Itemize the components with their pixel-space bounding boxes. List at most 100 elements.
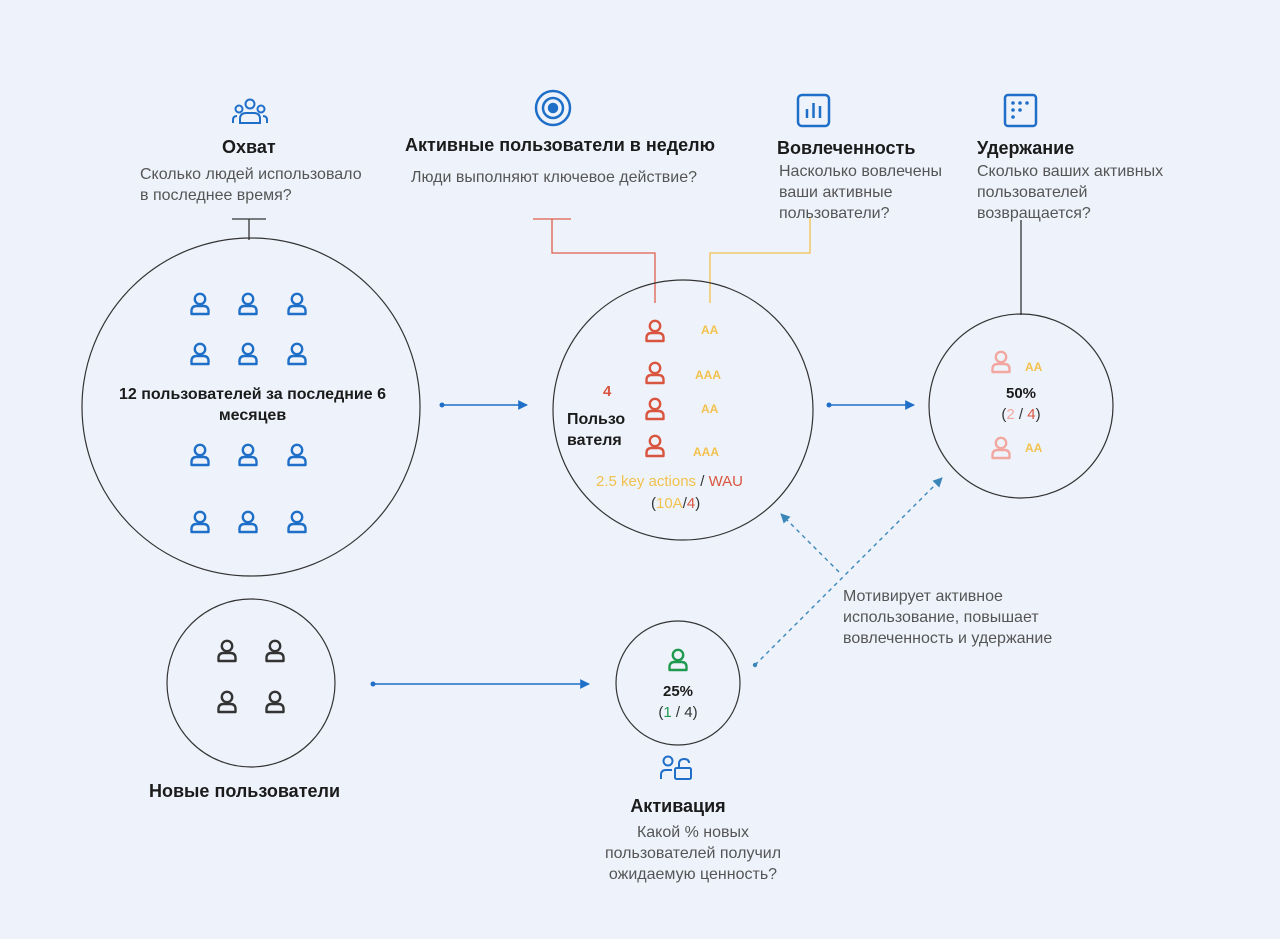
user-icon — [238, 510, 258, 534]
user-icon — [287, 510, 307, 534]
target-icon — [534, 89, 572, 127]
activation-question: Какой % новых пользователей получил ожид… — [568, 822, 818, 885]
retention-action-label: AA — [1025, 441, 1043, 455]
activation-users — [668, 648, 688, 672]
user-icon — [287, 292, 307, 316]
dashed-arrow-to-retention — [752, 477, 943, 668]
wau-text: WAU — [708, 473, 744, 490]
reach-connector — [232, 218, 266, 240]
formula-close: ) — [1035, 406, 1041, 423]
retention-question: Сколько ваших активных пользователей воз… — [977, 161, 1163, 224]
user-icon — [668, 648, 688, 672]
wau-connector — [533, 218, 656, 303]
arrow-wau-to-retention — [826, 400, 915, 410]
dots-grid-icon — [1003, 93, 1038, 128]
user-icon — [265, 690, 285, 714]
user-icon — [238, 292, 258, 316]
user-icon — [238, 443, 258, 467]
user-icon — [991, 436, 1011, 460]
dashed-arrow-to-wau — [780, 513, 840, 573]
user-icon — [645, 319, 665, 343]
engagement-question-line: ваши активные — [779, 184, 893, 201]
retention-question-line: пользователей — [977, 184, 1088, 201]
retention-action-label: AA — [1025, 360, 1043, 374]
user-icon — [190, 292, 210, 316]
wau-metric: 2.5 key actions / WAU — [596, 473, 743, 490]
formula-denominator: 4 — [686, 495, 696, 512]
users-group-icon — [232, 98, 268, 124]
reach-circle-label: 12 пользователей за последние 6 месяцев — [119, 386, 386, 424]
formula-denominator: 4 — [1027, 406, 1036, 423]
wau-count-label: Пользо вателя — [567, 409, 625, 451]
retention-question-line: Сколько ваших активных — [977, 163, 1164, 180]
user-icon — [265, 639, 285, 663]
wau-question: Люди выполняют ключевое действие? — [411, 169, 698, 186]
reach-question: Сколько людей использовало в последнее в… — [140, 164, 362, 206]
formula-open: ( — [1001, 406, 1007, 423]
wau-action-label: AA — [701, 323, 719, 337]
wau-users — [645, 319, 665, 458]
activation-question-line: Какой % новых — [636, 824, 750, 841]
note-line: вовлеченность и удержание — [843, 630, 1053, 647]
user-icon — [190, 342, 210, 366]
user-icon — [190, 443, 210, 467]
formula-open: ( — [658, 704, 664, 721]
user-icon — [190, 510, 210, 534]
retention-users — [991, 350, 1011, 460]
formula-separator: / — [1014, 406, 1028, 423]
formula-separator: / — [671, 704, 685, 721]
new-users-title: Новые пользователи — [149, 781, 341, 801]
wau-circle — [552, 279, 814, 541]
activation-formula: (1 / 4) — [618, 704, 738, 721]
user-icon — [645, 361, 665, 385]
bar-chart-icon — [796, 93, 831, 128]
formula-close: ) — [692, 704, 698, 721]
user-icon — [217, 639, 237, 663]
user-icon — [645, 434, 665, 458]
arrow-new-to-activation — [370, 679, 590, 689]
reach-title: Охват — [222, 137, 276, 157]
retention-formula: (2 / 4) — [961, 406, 1081, 423]
wau-count-label-line: Пользо — [567, 411, 626, 428]
formula-denominator: 4 — [684, 704, 693, 721]
user-icon — [287, 342, 307, 366]
wau-action-label: AAA — [693, 445, 719, 459]
wau-action-label: AA — [701, 402, 719, 416]
new-users — [217, 639, 285, 714]
user-icon — [287, 443, 307, 467]
user-icon — [238, 342, 258, 366]
activation-question-line: ожидаемую ценность? — [608, 866, 778, 883]
activation-percent: 25% — [662, 683, 694, 700]
reach-question-line: в последнее время? — [140, 187, 292, 204]
engagement-question-line: Насколько вовлечены — [779, 163, 942, 180]
engagement-question: Насколько вовлечены ваши активные пользо… — [779, 161, 942, 224]
metric-separator: / — [696, 473, 709, 490]
wau-count-label-line: вателя — [567, 432, 622, 449]
reach-question-line: Сколько людей использовало — [140, 166, 362, 183]
wau-action-label: AAA — [695, 368, 721, 382]
reach-circle — [81, 237, 421, 577]
note-line: использование, повышает — [843, 609, 1039, 626]
activation-title: Активация — [630, 796, 726, 816]
wau-title: Активные пользователи в неделю — [405, 135, 715, 155]
formula-numerator: 2 — [1006, 406, 1015, 423]
formula-numerator: 1 — [663, 704, 672, 721]
retention-question-line: возвращается? — [977, 205, 1091, 222]
user-icon — [645, 397, 665, 421]
motivation-note: Мотивирует активное использование, повыш… — [843, 586, 1052, 649]
wau-count: 4 — [603, 383, 612, 400]
retention-title: Удержание — [977, 138, 1075, 158]
formula-separator: / — [682, 495, 687, 512]
arrow-reach-to-wau — [439, 400, 528, 410]
activation-circle — [615, 620, 741, 746]
user-unlock-icon — [660, 755, 692, 780]
retention-percent: 50% — [1005, 385, 1037, 402]
activation-question-line: пользователей получил — [604, 845, 782, 862]
new-users-circle — [166, 598, 336, 768]
engagement-title: Вовлеченность — [777, 138, 916, 158]
user-icon — [217, 690, 237, 714]
note-line: Мотивирует активное — [843, 588, 1003, 605]
retention-circle — [928, 313, 1114, 499]
key-actions-text: 2.5 key actions — [596, 473, 697, 490]
